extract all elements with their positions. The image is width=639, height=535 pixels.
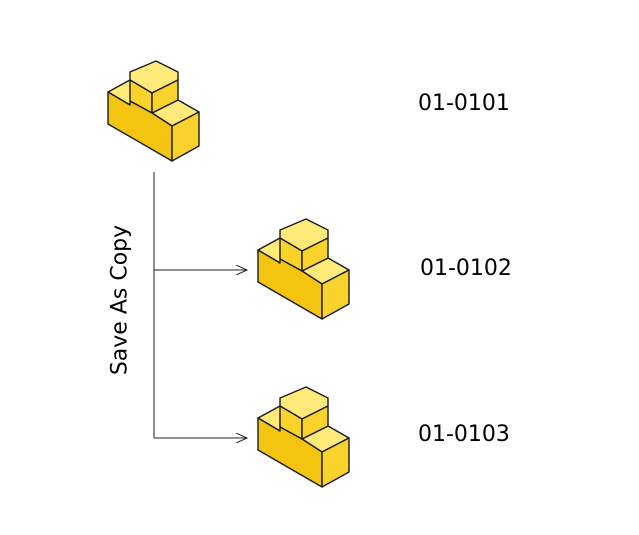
- connector-lines: [153, 172, 247, 438]
- part-face: [321, 437, 350, 488]
- part-face: [301, 237, 329, 272]
- part-icon-original: [107, 60, 200, 162]
- part-label-original: 01-0101: [418, 91, 510, 116]
- part-label-copy-1: 01-0102: [420, 256, 512, 281]
- part-icon-copy-2: [257, 386, 350, 488]
- part-face: [257, 249, 323, 320]
- part-icon-copy-1: [257, 218, 350, 320]
- part-face: [171, 111, 200, 162]
- part-face: [301, 405, 329, 440]
- part-face: [107, 91, 173, 162]
- part-face: [151, 79, 179, 114]
- save-as-copy-caption: Save As Copy: [107, 224, 133, 376]
- part-label-copy-2: 01-0103: [418, 422, 510, 447]
- part-face: [257, 417, 323, 488]
- part-face: [321, 269, 350, 320]
